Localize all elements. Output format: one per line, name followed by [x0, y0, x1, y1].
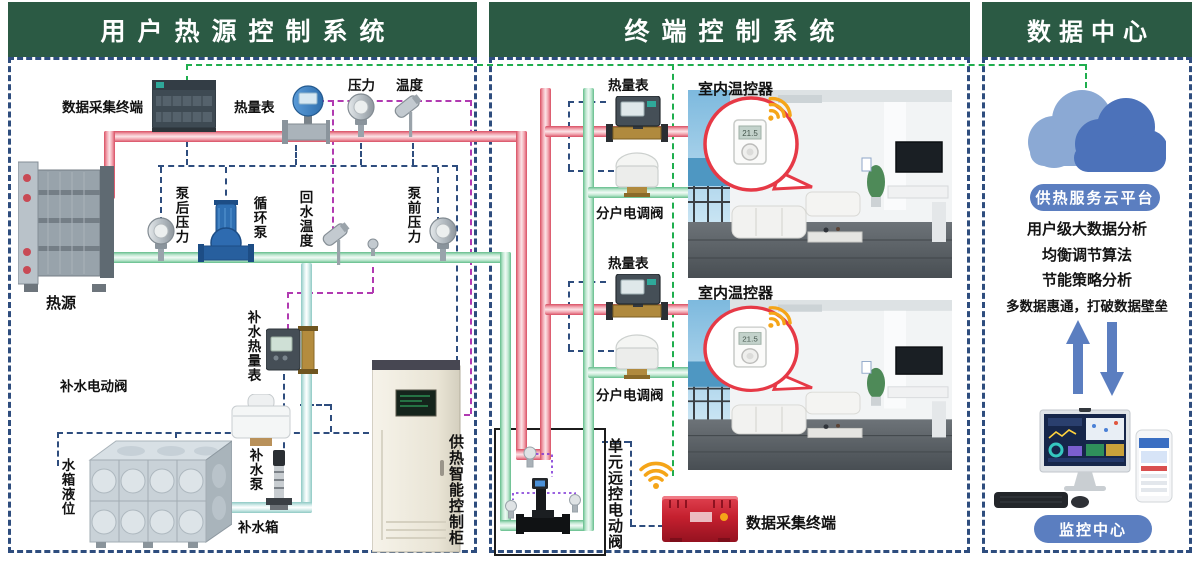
right-panel-frame: [982, 57, 1192, 553]
hm-signal-return-temp: [332, 100, 334, 242]
indoor-thermostat-2-label: 室内温控器: [698, 285, 774, 302]
feature-line-1: 用户级大数据分析: [1026, 221, 1147, 238]
temperature-sensor-icon: [392, 94, 426, 143]
circulation-pump-label: 循环泵: [251, 196, 267, 240]
feature-line-4: 多数据惠通，打破数据壁垒: [1006, 299, 1168, 314]
panel-title-heat-source-control: 用户热源控制系统: [8, 2, 477, 57]
signal-pressure: [360, 143, 362, 165]
makeup-heat-meter-icon: [265, 325, 318, 379]
return-pipe-main: [104, 252, 511, 263]
panel-title-terminal-control: 终端控制系统: [489, 2, 970, 57]
circulation-pump-icon: [198, 200, 254, 267]
pressure-label: 压力: [348, 78, 375, 93]
unit-remote-valve-icon: [502, 444, 602, 555]
mid-data-terminal-label: 数据采集终端: [746, 515, 837, 532]
mid-heat-meter-1-icon: [606, 96, 668, 149]
cloud-icon: [1016, 80, 1168, 187]
room-photo-1: [688, 90, 952, 283]
makeup-tank-label: 补水箱: [238, 520, 279, 535]
room-photo-2: [688, 300, 952, 475]
heat-exchanger-icon: [17, 160, 118, 297]
signal-box-down: [630, 441, 632, 525]
signal-pump-outlet: [160, 167, 162, 223]
return-temp-label: 回水温度: [297, 190, 313, 248]
pressure-sensor-icon: [346, 92, 376, 143]
middle-panel-frame: [489, 57, 970, 553]
household-valve-1-icon: [614, 152, 660, 203]
feature-line-2: 均衡调节算法: [1041, 247, 1132, 264]
signal-bus-top: [158, 165, 458, 167]
pump-outlet-pressure-icon: [146, 216, 176, 267]
makeup-heat-meter-label: 补水热量表: [245, 310, 261, 383]
return-riser: [583, 88, 594, 531]
panel-title-data-center: 数据中心: [982, 2, 1192, 57]
network-drop-plc: [186, 64, 188, 82]
tank-level-label: 水箱液位: [59, 458, 75, 516]
flow-meter-label: 热量表: [234, 100, 275, 115]
signal-plc: [186, 132, 188, 165]
flow-meter-icon: [278, 84, 332, 151]
makeup-pipe-h: [226, 502, 312, 513]
mid-heat-meter-2-label: 热量表: [608, 256, 649, 271]
return-temp-sensor-icon: [320, 222, 354, 271]
return-pipe-downleg: [500, 252, 511, 531]
supply-riser: [540, 88, 551, 460]
signal-makeup-valve-v: [330, 404, 332, 432]
signal-bus-bottom: [57, 432, 369, 434]
makeup-signal-v1: [372, 247, 374, 293]
heat-source-label: 热源: [46, 295, 77, 312]
network-drop-terminal: [672, 64, 674, 476]
makeup-pipe-v: [301, 263, 312, 513]
supply-pipe-downleg: [516, 131, 527, 460]
makeup-pump-icon: [264, 450, 294, 517]
monitoring-center-badge: 监控中心: [1034, 515, 1152, 543]
network-drop-cloud: [1085, 64, 1087, 88]
hm-signal-cabinet: [452, 414, 470, 416]
household-valve-1-label: 分户电调阀: [596, 206, 664, 221]
mid-heat-meter-1-label: 热量表: [608, 78, 649, 93]
monitoring-workstation-icon: [994, 407, 1178, 521]
signal-circ-pump: [225, 167, 227, 207]
makeup-signal-v2: [287, 292, 289, 330]
data-terminal-icon: [151, 79, 217, 137]
signal-unit2-v: [568, 281, 570, 350]
network-line-top: [186, 64, 1085, 66]
household-valve-2-label: 分户电调阀: [596, 388, 664, 403]
data-exchange-arrows-icon: [1066, 320, 1124, 401]
small-sensor-icon: [366, 238, 380, 261]
household-valve-2-icon: [614, 334, 660, 385]
unit-remote-valve-label: 单元远控电动阀: [606, 438, 623, 550]
feature-line-3: 节能策略分析: [1041, 272, 1132, 289]
cloud-platform-badge: 供热服务云平台: [1030, 184, 1160, 211]
signal-temperature: [412, 143, 414, 165]
signal-to-redbox: [630, 525, 664, 527]
signal-pump-inlet: [437, 167, 439, 223]
data-terminal-label: 数据采集终端: [62, 100, 143, 115]
makeup-tank-icon: [86, 436, 234, 553]
makeup-pump-label: 补水泵: [247, 448, 263, 492]
control-cabinet-icon: [371, 360, 462, 558]
signal-flowmeter: [295, 145, 297, 165]
indoor-thermostat-1-label: 室内温控器: [698, 81, 774, 98]
pump-outlet-pressure-label: 泵后压力: [173, 186, 189, 244]
mid-heat-meter-2-icon: [606, 274, 668, 327]
temperature-label: 温度: [396, 78, 423, 93]
pump-inlet-pressure-icon: [428, 216, 458, 267]
control-cabinet-label: 供热智能控制柜: [447, 434, 464, 546]
makeup-valve-label: 补水电动阀: [60, 379, 128, 394]
mid-data-terminal-icon: [662, 496, 738, 542]
supply-pipe-hx: [104, 131, 115, 199]
pump-inlet-pressure-label: 泵前压力: [405, 186, 421, 244]
signal-makeup-valve-h: [300, 404, 330, 406]
signal-bus-end: [57, 432, 59, 466]
signal-box-out: [602, 441, 630, 443]
makeup-signal-h: [287, 292, 373, 294]
wifi-icon: [636, 454, 676, 499]
signal-to-cabinet: [456, 165, 458, 362]
hm-signal-h: [318, 100, 471, 102]
makeup-valve-icon: [228, 393, 294, 453]
left-panel-frame: [8, 57, 477, 553]
